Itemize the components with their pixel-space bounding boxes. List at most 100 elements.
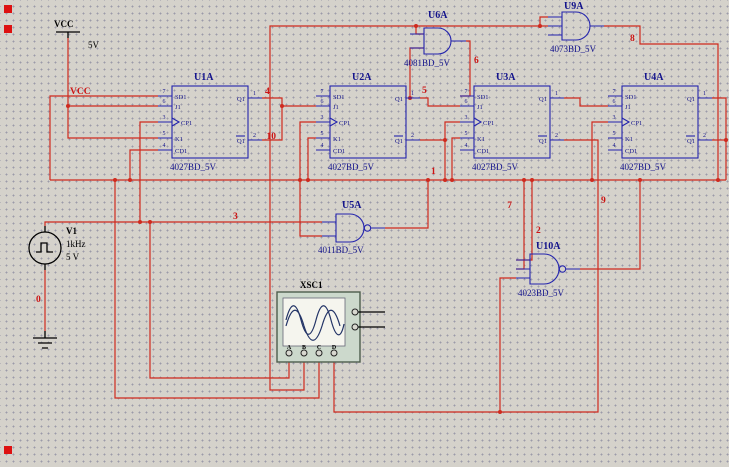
v1-source[interactable]: V1 1kHz 5 V bbox=[28, 226, 86, 270]
wire[interactable] bbox=[307, 137, 316, 180]
wire[interactable] bbox=[149, 222, 290, 379]
pin-number: 2 bbox=[555, 133, 558, 139]
component-ref[interactable]: U5A bbox=[342, 200, 362, 211]
junction-dot bbox=[306, 178, 310, 182]
wire[interactable] bbox=[444, 121, 460, 180]
instrument-ref[interactable]: XSC1 bbox=[300, 280, 323, 290]
pin-label-j: J1 bbox=[477, 104, 483, 111]
component-part[interactable]: 4027BD_5V bbox=[472, 162, 519, 172]
pin-number: 5 bbox=[163, 131, 166, 137]
component-ref[interactable]: U1A bbox=[194, 72, 214, 83]
net-label-4: 4 bbox=[265, 87, 270, 97]
wire[interactable] bbox=[580, 180, 641, 270]
wire-top-run[interactable] bbox=[269, 25, 548, 391]
selection-handle[interactable] bbox=[4, 446, 12, 454]
nand-gate-body[interactable] bbox=[529, 253, 560, 285]
wire[interactable] bbox=[712, 97, 727, 180]
pin-label-sd: SD1 bbox=[625, 94, 637, 101]
oscilloscope-screen bbox=[282, 297, 346, 347]
pin-number: 5 bbox=[321, 131, 324, 137]
pin-label-qbar: Q1 bbox=[395, 138, 403, 145]
waveform-icon bbox=[285, 309, 341, 341]
junction-dot bbox=[113, 178, 117, 182]
junction-dot bbox=[148, 220, 152, 224]
pin-number: 2 bbox=[703, 133, 706, 139]
flipflop-pins bbox=[316, 95, 420, 151]
pin-number: 5 bbox=[465, 131, 468, 137]
component-ref[interactable]: U2A bbox=[352, 72, 372, 83]
channel-terminal[interactable] bbox=[315, 349, 323, 357]
selection-handle[interactable] bbox=[4, 25, 12, 33]
pin-label-j: J1 bbox=[333, 104, 339, 111]
junction-dot bbox=[716, 178, 720, 182]
flipflop-u2a: SD1 J1 CP1 K1 CD1 Q1 Q1 7 6 3 5 4 1 2 U2… bbox=[316, 72, 420, 172]
net-label-5: 5 bbox=[422, 86, 427, 96]
oscilloscope-xsc1[interactable]: XSC1 A B C D bbox=[276, 280, 385, 363]
gate-pins bbox=[548, 16, 604, 36]
wire[interactable] bbox=[385, 180, 429, 229]
wire-net8[interactable] bbox=[604, 25, 719, 180]
wire[interactable] bbox=[114, 180, 320, 399]
channel-terminal[interactable] bbox=[330, 349, 338, 357]
nand-gate-body[interactable] bbox=[335, 213, 365, 243]
wire[interactable] bbox=[451, 137, 460, 180]
component-ref[interactable]: U10A bbox=[536, 241, 561, 252]
wire[interactable] bbox=[139, 121, 158, 222]
component-part[interactable]: 4023BD_5V bbox=[518, 288, 565, 298]
wire-net9[interactable] bbox=[500, 139, 599, 413]
junction-dot bbox=[426, 178, 430, 182]
pin-label-k: K1 bbox=[625, 136, 633, 143]
component-part[interactable]: 4011BD_5V bbox=[318, 245, 364, 255]
and-gate-body[interactable] bbox=[423, 27, 452, 55]
net-label-6: 6 bbox=[474, 56, 479, 66]
pin-label-cd: CD1 bbox=[333, 148, 345, 155]
pin-label-cp: CP1 bbox=[483, 120, 494, 127]
wire-net5[interactable] bbox=[420, 97, 460, 107]
and-gate-body[interactable] bbox=[561, 11, 591, 41]
component-ref[interactable]: U6A bbox=[428, 10, 448, 21]
flipflop-u3a: SD1 J1 CP1 K1 CD1 Q1 Q1 7 6 3 5 4 1 2 U3… bbox=[460, 72, 564, 172]
junction-dot bbox=[66, 104, 70, 108]
component-part[interactable]: 4027BD_5V bbox=[170, 162, 217, 172]
component-part[interactable]: 4073BD_5V bbox=[550, 44, 597, 54]
wire[interactable] bbox=[333, 277, 516, 413]
component-ref[interactable]: U3A bbox=[496, 72, 516, 83]
net-label-3: 3 bbox=[233, 212, 238, 222]
wire[interactable] bbox=[299, 121, 322, 237]
channel-terminal[interactable] bbox=[300, 349, 308, 357]
gate-pins bbox=[410, 33, 466, 49]
component-part[interactable]: 4027BD_5V bbox=[328, 162, 375, 172]
ground-symbol[interactable] bbox=[33, 331, 57, 349]
probe-terminal[interactable] bbox=[351, 308, 359, 316]
wire-net6[interactable] bbox=[460, 40, 471, 97]
wire[interactable] bbox=[539, 16, 548, 26]
right-edge-strip bbox=[729, 0, 733, 467]
channel-terminal[interactable] bbox=[285, 349, 293, 357]
wire[interactable] bbox=[564, 97, 608, 107]
gate-pins bbox=[322, 221, 385, 237]
component-ref[interactable]: U4A bbox=[644, 72, 664, 83]
wire-net10[interactable] bbox=[262, 106, 283, 141]
pin-label-sd: SD1 bbox=[175, 94, 187, 101]
gate-u9a: U9A 4073BD_5V bbox=[548, 1, 604, 54]
wire[interactable] bbox=[591, 121, 608, 180]
wire-net4[interactable] bbox=[262, 97, 316, 107]
selection-handle[interactable] bbox=[4, 5, 12, 13]
junction-dot bbox=[138, 220, 142, 224]
wire[interactable] bbox=[129, 149, 158, 180]
wire-vcc-drop[interactable] bbox=[67, 38, 158, 139]
vcc-power-symbol[interactable]: VCC 5V bbox=[54, 19, 100, 50]
pin-number: 1 bbox=[555, 91, 558, 97]
wire[interactable] bbox=[49, 95, 158, 180]
wires bbox=[44, 16, 727, 413]
probe-terminal[interactable] bbox=[351, 323, 359, 331]
pin-number: 7 bbox=[163, 89, 166, 95]
component-part[interactable]: 4027BD_5V bbox=[620, 162, 667, 172]
component-ref[interactable]: U9A bbox=[564, 1, 584, 12]
pin-number: 1 bbox=[253, 91, 256, 97]
component-part[interactable]: 4081BD_5V bbox=[404, 58, 451, 68]
v1-body[interactable] bbox=[28, 231, 62, 265]
wire-clock[interactable] bbox=[44, 221, 322, 226]
wire-net7[interactable] bbox=[516, 180, 525, 270]
